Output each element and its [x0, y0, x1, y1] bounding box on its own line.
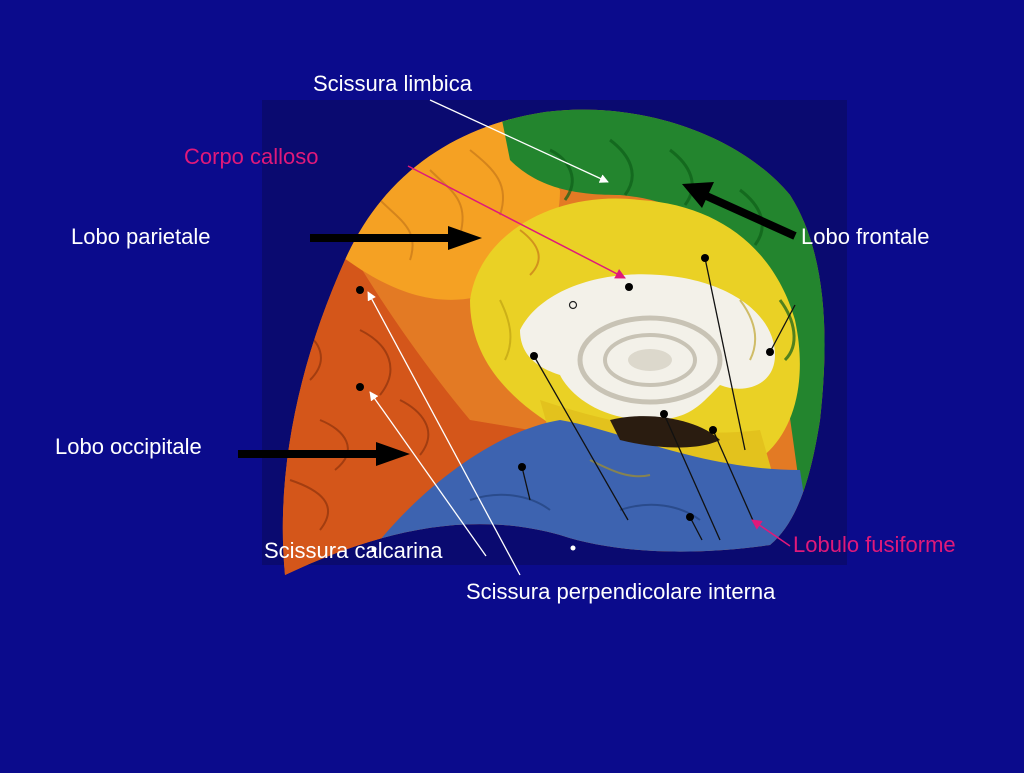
hollow-pin-dot: [568, 300, 578, 310]
label-scissura-perpendicolare-interna: Scissura perpendicolare interna: [466, 579, 776, 604]
label-lobo-occipitale: Lobo occipitale: [55, 434, 202, 459]
occipital-lobe: [282, 250, 530, 575]
accent-leader-lines: [407, 165, 791, 547]
frontal-lobe: [500, 109, 825, 500]
occipital-arrow-icon: [238, 442, 410, 466]
leader-lines: [367, 99, 609, 576]
structure-pointers: [521, 257, 796, 541]
label-scissura-calcarina: Scissura calcarina: [264, 538, 443, 563]
frontal-arrow-icon: [682, 182, 797, 240]
label-corpo-calloso: Corpo calloso: [184, 144, 319, 169]
label-lobulo-fusiforme: Lobulo fusiforme: [793, 532, 956, 557]
label-lobo-frontale: Lobo frontale: [801, 224, 930, 249]
lobe-arrows: [238, 182, 797, 466]
white-dot: [570, 545, 576, 551]
white-dot: [371, 546, 377, 552]
label-scissura-limbica: Scissura limbica: [313, 71, 472, 96]
pin-dots: [356, 254, 774, 521]
label-lobo-parietale: Lobo parietale: [71, 224, 211, 249]
parietal-arrow-icon: [310, 226, 482, 250]
